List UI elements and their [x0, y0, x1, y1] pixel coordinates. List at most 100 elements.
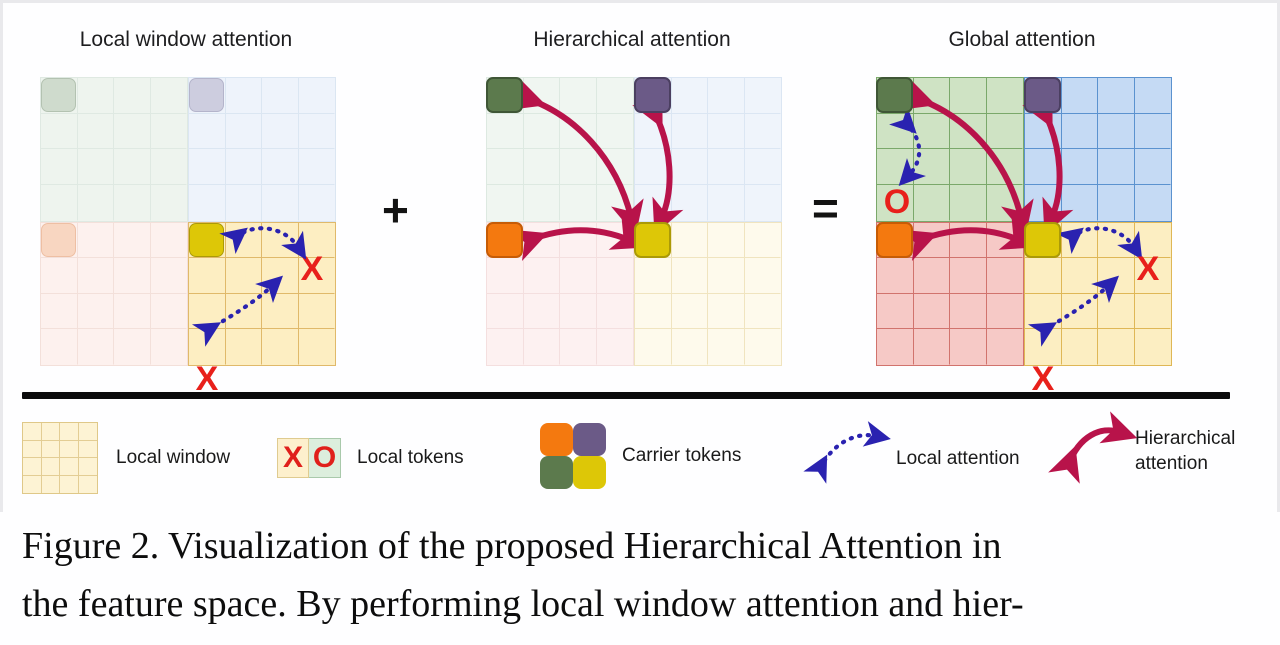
carrier-token-purple: [634, 77, 671, 113]
grid-cell: [150, 294, 187, 330]
grid-cell: [523, 293, 560, 330]
grid-cell: [913, 222, 950, 259]
local-token-o-swatch: O: [309, 438, 341, 478]
grid-cell: [114, 258, 151, 294]
carrier-token-green: [486, 77, 523, 113]
grid-cell: [1098, 293, 1135, 330]
grid-cell: [596, 114, 633, 150]
grid-cell: [41, 222, 78, 259]
grid-hierarchical-attention: [486, 77, 782, 366]
grid-cell: [560, 222, 597, 259]
dotted-double-arrow-icon: [803, 421, 891, 484]
carrier-token-green: [876, 77, 913, 113]
grid-cell: [914, 329, 950, 365]
grid-cell: [114, 222, 151, 259]
grid-cell: [1098, 222, 1135, 259]
grid-cell: [1134, 78, 1171, 114]
grid-cell: [262, 258, 299, 294]
grid-global-attention: O X X: [876, 77, 1172, 396]
grid-cell: [189, 293, 226, 330]
grid-cell: [487, 329, 524, 365]
grid-cell: [708, 329, 745, 365]
grid-cell: [635, 184, 672, 221]
carrier-swatch-green: [540, 456, 573, 489]
grid-cell: [487, 184, 524, 221]
grid-cell: [226, 329, 262, 365]
carrier-token-orange: [41, 223, 76, 257]
grid-cell: [77, 113, 114, 150]
panel-title-global-attention: Global attention: [948, 28, 1096, 51]
grid-cell: [708, 258, 745, 294]
grid-cell: [189, 184, 226, 221]
grid-cell: [1134, 114, 1171, 150]
grid-cell: [596, 294, 633, 330]
solid-double-arrow-icon: [1048, 411, 1138, 484]
grid-cell: [1098, 184, 1135, 221]
local-token-x-1: X: [300, 250, 324, 288]
grid-cell: [1025, 329, 1062, 365]
panel-local-window-attention: Local window attention X X: [26, 28, 346, 396]
grid-cell: [1134, 223, 1171, 259]
grid-cell: [671, 258, 708, 294]
xo-cells-icon: X O: [277, 438, 341, 478]
grid-cell: [114, 113, 151, 150]
grid-cell: [708, 149, 745, 185]
grid-cell: [1025, 113, 1062, 150]
grid-cell: [298, 258, 335, 294]
carrier-token-yellow: [1024, 222, 1061, 258]
grid-cell: [1061, 293, 1098, 330]
grid-cell: [225, 113, 262, 150]
grid-cell: [877, 149, 914, 185]
grid-cell: [596, 78, 633, 114]
grid-cell: [226, 184, 262, 221]
local-token-x-1: X: [1136, 250, 1160, 288]
grid-cell: [487, 113, 524, 150]
grid-cell: [262, 329, 299, 365]
grid-cell: [560, 149, 597, 185]
grid-cell: [1135, 329, 1172, 365]
grid-cell: [41, 329, 78, 365]
grid-cell: [950, 293, 987, 330]
legend-item-local-window: Local window: [22, 422, 230, 494]
local-token-x-2: X: [195, 360, 219, 398]
grid-cell: [189, 258, 226, 294]
grid-cell: [151, 329, 188, 365]
grid-4x4-icon: [22, 422, 98, 494]
page-border-left: [0, 0, 3, 512]
grid-cell: [77, 222, 114, 259]
carrier-token-yellow: [189, 223, 224, 257]
grid-cell: [877, 258, 914, 294]
carrier-token-purple: [189, 78, 224, 112]
grid-cell: [635, 258, 672, 294]
panel-global-attention: Global attention: [862, 28, 1182, 396]
grid-cell: [1062, 184, 1098, 221]
grid-cell: [597, 329, 634, 365]
grid-cell: [150, 223, 187, 259]
grid-cell: [950, 78, 987, 114]
grid-cell: [262, 293, 299, 330]
grid-cell: [1061, 222, 1098, 259]
grid-cell: [298, 114, 335, 150]
grid-cell: [225, 149, 262, 185]
grid-cell: [672, 329, 708, 365]
grid-cell: [150, 149, 187, 185]
grid-cell: [635, 329, 672, 365]
figure-caption: Figure 2. Visualization of the proposed …: [0, 518, 1280, 634]
legend-label-carrier-tokens: Carrier tokens: [622, 445, 742, 466]
grid-cell: [671, 113, 708, 150]
grid-cell: [77, 149, 114, 185]
grid-cell: [986, 258, 1023, 294]
grid-cell: [950, 149, 987, 185]
grid-cell: [1025, 258, 1062, 294]
legend-item-local-attention: Local attention: [803, 421, 1020, 484]
grid-cell: [744, 78, 781, 114]
grid-cell: [78, 184, 114, 221]
grid-cell: [560, 293, 597, 330]
grid-cell: [744, 258, 781, 294]
grid-cell: [671, 293, 708, 330]
local-token-o-1: O: [883, 183, 911, 221]
grid-cell: [1025, 184, 1062, 221]
carrier-token-purple: [1024, 77, 1061, 113]
local-token-x-swatch: X: [277, 438, 309, 478]
grid-cell: [560, 78, 597, 114]
